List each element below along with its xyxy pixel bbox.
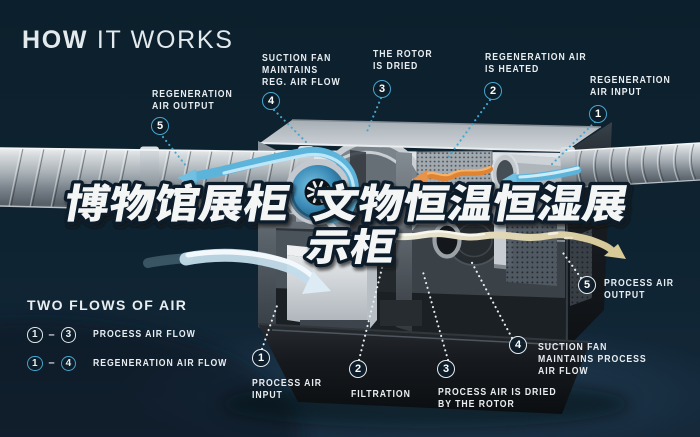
top-callout-badge-4: 1	[589, 105, 607, 123]
headline-line2-glyphs	[302, 224, 400, 268]
bottom-callout-label-callouts_bottom: SUCTION FAN MAINTAINS PROCESS AIR FLOW	[538, 342, 647, 377]
bottom-callout-number-2: 3	[442, 363, 450, 375]
bottom-callout-label-callouts_bottom: PROCESS AIR OUTPUT	[604, 278, 674, 301]
bottom-callout-label-callouts_bottom: PROCESS AIR INPUT	[252, 378, 322, 401]
internal-box	[380, 300, 422, 326]
machine-base	[258, 324, 590, 414]
bottom-callout-number-3: 4	[514, 339, 522, 351]
legend-label-process: PROCESS AIR FLOW	[93, 329, 196, 341]
fan-inlet-ring	[432, 221, 462, 259]
page-title: HOW IT WORKS	[22, 26, 234, 55]
bottom-callout-badge-2: 3	[437, 360, 455, 378]
legend-badge-4: 4	[60, 355, 77, 371]
lower-mesh-panel	[506, 216, 557, 286]
top-callout-badge-0: 5	[151, 117, 169, 135]
top-callout-badge-2: 3	[373, 80, 391, 98]
legend-badge-1b: 1	[27, 355, 43, 371]
heater-arrow	[413, 165, 493, 184]
title-word-how: HOW	[22, 26, 89, 54]
top-callout-number-0: 5	[156, 120, 164, 132]
flow-arrows	[143, 146, 626, 294]
bottom-callout-number-4: 5	[583, 279, 591, 291]
bottom-callout-label-callouts_bottom: PROCESS AIR IS DRIED BY THE ROTOR	[438, 387, 557, 410]
legend-dash-2: –	[48, 357, 55, 370]
machine-top-face	[260, 120, 601, 151]
legend-dash: –	[48, 328, 55, 341]
bottom-callout-badge-0: 1	[252, 349, 270, 367]
legend-row-process: 1 – 3 PROCESS AIR FLOW	[27, 327, 211, 343]
top-callout-number-3: 2	[489, 85, 497, 97]
connector-lines	[161, 96, 597, 362]
headline-line1-glyphs	[63, 179, 631, 226]
top-callout-label-callouts_top: THE ROTOR IS DRIED	[373, 49, 433, 72]
bottom-callout-badge-3: 4	[509, 336, 527, 354]
top-callout-badge-1: 4	[262, 92, 280, 110]
bottom-callout-badge-1: 2	[349, 360, 367, 378]
top-callout-label-callouts_top: REGENERATION AIR INPUT	[590, 74, 671, 98]
right-duct	[559, 142, 700, 193]
top-callout-label-callouts_top: SUCTION FAN MAINTAINS REG. AIR FLOW	[262, 52, 341, 88]
legend-badge-3: 3	[60, 327, 77, 343]
legend-label-regeneration: REGENERATION AIR FLOW	[93, 357, 228, 369]
top-callout-badge-3: 2	[484, 82, 502, 100]
bottom-callout-badge-4: 5	[578, 276, 596, 294]
top-callout-number-2: 3	[378, 83, 386, 95]
top-callout-label-callouts_top: REGENERATION AIR OUTPUT	[152, 88, 233, 112]
title-word-itworks: IT WORKS	[96, 26, 234, 54]
headline-artwork	[63, 179, 631, 268]
bottom-callout-number-1: 2	[354, 363, 362, 375]
legend-title: TWO FLOWS OF AIR	[27, 297, 188, 313]
legend-row-regeneration: 1 – 4 REGENERATION AIR FLOW	[27, 355, 248, 371]
top-callout-number-1: 4	[267, 95, 275, 107]
top-callout-label-callouts_top: REGENERATION AIR IS HEATED	[485, 51, 587, 75]
top-callout-number-4: 1	[594, 108, 602, 120]
process-input-arrow	[143, 248, 331, 294]
bottom-callout-number-0: 1	[257, 352, 265, 364]
legend-badge-1: 1	[27, 327, 43, 343]
bottom-callout-label-callouts_bottom: FILTRATION	[351, 389, 411, 400]
